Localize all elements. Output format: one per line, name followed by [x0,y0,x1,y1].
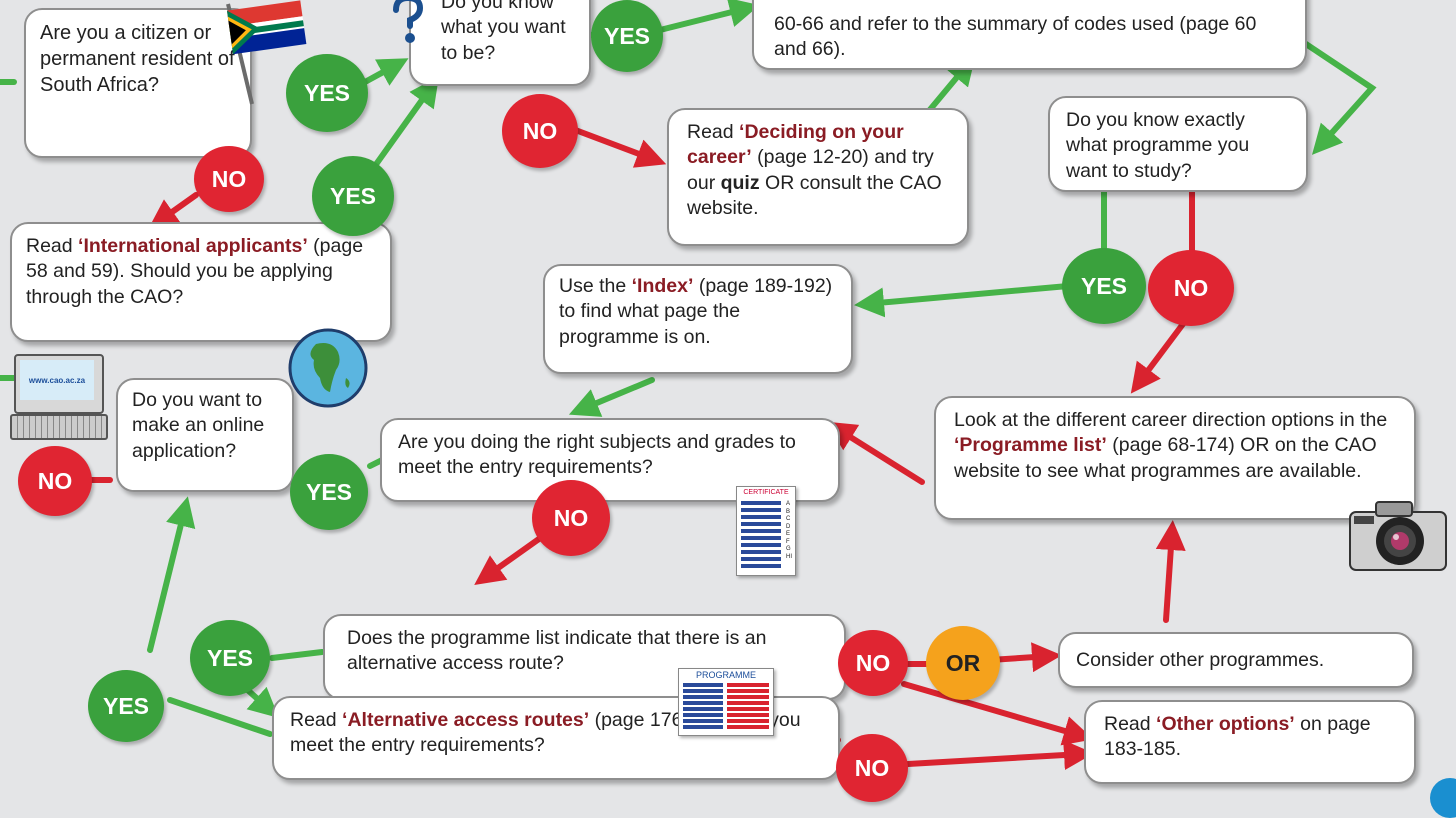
yes-badge-programme: YES [1062,248,1146,324]
box-know-career: Do you know what you want to be? [409,0,591,86]
certificate-lines [741,501,781,569]
certificate-icon: CERTIFICATE ABCDEFGHI [736,486,796,576]
box-deciding: Read ‘Deciding on your career’ (page 12-… [667,108,969,246]
no-badge-subjects: NO [532,480,610,556]
box-look-tables: 60-66 and refer to the summary of codes … [752,0,1307,70]
box-index: Use the ‘Index’ (page 189-192) to find w… [543,264,853,374]
arrow-no-to-other2 [905,740,1094,771]
certificate-title: CERTIFICATE [743,489,789,496]
arrow-yes-to-tables [657,0,760,33]
box-international: Read ‘International applicants’ (page 58… [10,222,392,342]
monitor-screen: www.cao.ac.za [20,360,94,400]
arrow-no-to-other [901,681,1094,746]
south-africa-flag-icon [226,0,307,105]
arrow-consider-to-career [1155,520,1186,623]
arrow-yes-to-index [854,283,1071,318]
camera-icon [1349,501,1447,571]
arrow-yes-to-know [369,76,439,173]
box-other-options: Read ‘Other options’ on page 183-185. [1084,700,1416,784]
yes-badge-know-career: YES [591,0,663,72]
arrow-right-loop [1303,41,1377,155]
yes-badge-online: YES [290,454,368,530]
no-badge-alt-read: NO [836,734,908,802]
arrow-no-to-career [1130,317,1189,394]
programme-red-col [727,683,769,731]
box-online: Do you want to make an online applicatio… [116,378,294,492]
certificate-letters: ABCDEFGHI [786,501,792,560]
programme-list-icon: PROGRAMME [678,668,774,736]
arrow-no-to-deciding [567,125,667,168]
arrow-alt-yes [167,697,273,737]
question-mark-icon [393,0,424,43]
page-corner-badge [1430,778,1456,818]
box-career-direction: Look at the different career direction o… [934,396,1416,520]
or-badge: OR [926,626,1000,700]
box-know-programme: Do you know exactly what programme you w… [1048,96,1308,192]
no-badge-know-career: NO [502,94,578,168]
arrow-index-to-subjects [568,377,655,417]
yes-badge-citizen: YES [286,54,368,132]
yes-badge-to-know-career: YES [312,156,394,236]
programme-title: PROGRAMME [695,670,756,680]
no-badge-online: NO [18,446,92,516]
arrow-yes-to-alt [269,649,325,661]
box-consider: Consider other programmes. [1058,632,1414,688]
programme-blue-col [683,683,723,731]
arrow-citizen-yes [362,58,409,86]
yes-badge-alt-read: YES [88,670,164,742]
arrow-or-to-consider [987,642,1062,673]
no-badge-programme: NO [1148,250,1234,326]
no-badge-alt-route: NO [838,630,908,696]
yes-badge-alt-route: YES [190,620,270,696]
arrow-career-to-subjects [825,421,925,485]
keyboard [10,414,108,440]
box-citizen: Are you a citizen or permanent resident … [24,8,252,158]
no-badge-citizen: NO [194,146,264,212]
globe-icon [288,328,368,408]
arrow-no-to-international [148,192,199,229]
arrow-yes-up-to-online [147,496,196,653]
computer-icon: www.cao.ac.za [10,354,108,440]
